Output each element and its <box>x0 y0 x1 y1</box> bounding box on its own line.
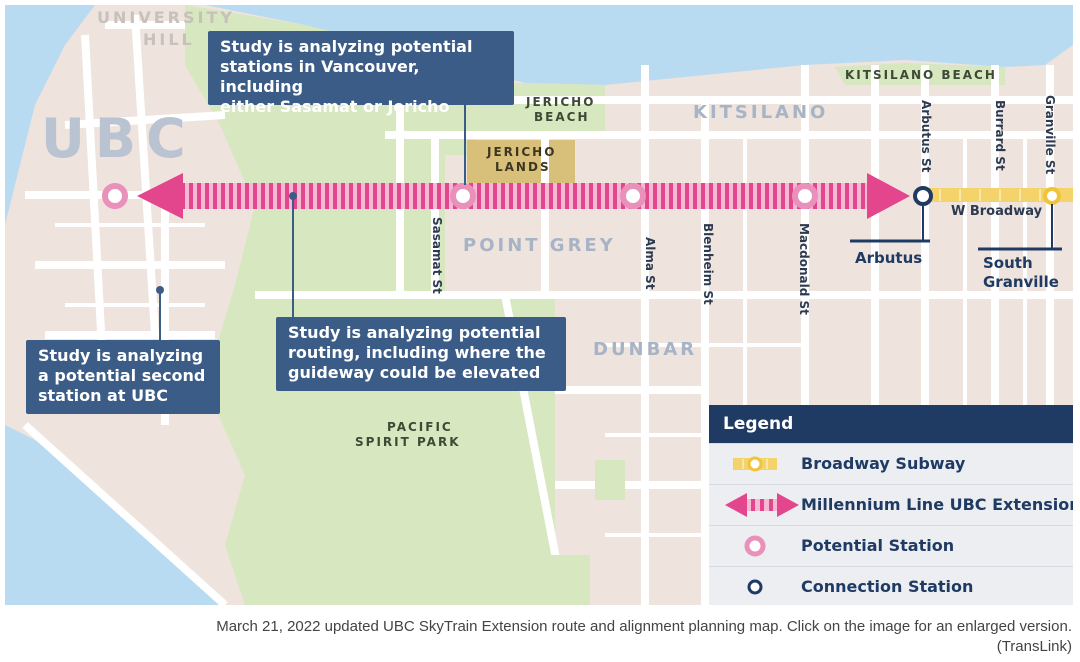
map-legend: Legend Broadway Subway Millennium Line U… <box>709 405 1073 605</box>
station-label-arbutus: Arbutus <box>855 249 922 267</box>
potential-station-sasamat[interactable] <box>450 183 476 209</box>
area-label-dunbar: DUNBAR <box>593 339 697 360</box>
connection-station-icon <box>747 579 763 595</box>
callout-dot-ubc <box>156 286 164 294</box>
area-label-kitsilano: KITSILANO <box>693 102 828 123</box>
street-label-blenheim: Blenheim St <box>701 223 715 305</box>
street-label-sasamat: Sasamat St <box>430 217 444 294</box>
area-label-point-grey: POINT GREY <box>463 235 616 256</box>
map-image[interactable]: UNIVERSITY HILL UBC KITSILANO BEACH JERI… <box>5 5 1073 605</box>
broadway-subway-ties <box>939 189 1041 201</box>
area-label-hill: HILL <box>143 30 195 49</box>
area-label-jericho-beach: JERICHO <box>525 95 595 109</box>
station-south-granville[interactable] <box>1043 187 1061 205</box>
potential-station-macdonald[interactable] <box>792 183 818 209</box>
potential-station-alma[interactable] <box>620 183 646 209</box>
potential-station-ubc[interactable] <box>102 183 128 209</box>
street-label-arbutus: Arbutus St <box>919 100 933 173</box>
park-pacific-spirit <box>185 5 555 605</box>
area-label-jericho-lands-2: LANDS <box>495 160 551 174</box>
route-arrow-east <box>867 173 910 219</box>
park-small <box>550 555 590 605</box>
area-label-jericho-lands: JERICHO <box>486 145 556 159</box>
street-label-alma: Alma St <box>643 237 657 290</box>
area-label-pacific: PACIFIC <box>387 420 453 434</box>
callout-ubc-station: Study is analyzing a potential second st… <box>26 340 220 414</box>
area-label-university: UNIVERSITY <box>97 8 235 27</box>
connection-station-arbutus[interactable] <box>913 186 933 206</box>
route-arrow-west <box>137 173 183 219</box>
legend-item-broadway-subway: Broadway Subway <box>709 443 1073 484</box>
area-label-spirit-park: SPIRIT PARK <box>355 435 461 449</box>
area-label-kitsilano-beach: KITSILANO BEACH <box>845 68 997 82</box>
street-label-granville: Granville St <box>1043 95 1057 175</box>
legend-label: Potential Station <box>801 536 955 555</box>
park-small <box>595 460 625 500</box>
callout-routing: Study is analyzing potential routing, in… <box>276 317 566 391</box>
caption-credit: (TransLink) <box>996 638 1072 655</box>
image-caption: March 21, 2022 updated UBC SkyTrain Exte… <box>12 617 1072 657</box>
broadway-subway-icon <box>733 456 777 472</box>
legend-label: Broadway Subway <box>801 454 966 473</box>
extension-arrow-icon <box>725 493 799 517</box>
callout-dot-routing <box>289 192 297 200</box>
legend-item-potential-station: Potential Station <box>709 525 1073 566</box>
area-label-ubc: UBC <box>41 107 196 170</box>
legend-label: Millennium Line UBC Extension <box>801 495 1073 514</box>
water-north <box>205 5 1073 85</box>
minor-roads <box>55 135 1027 537</box>
potential-station-icon <box>744 535 766 557</box>
area-label-jericho-beach-2: BEACH <box>534 110 589 124</box>
street-label-burrard: Burrard St <box>993 100 1007 171</box>
caption-text: March 21, 2022 updated UBC SkyTrain Exte… <box>216 618 1072 635</box>
water-northwest <box>5 5 95 225</box>
street-label-macdonald: Macdonald St <box>797 223 811 315</box>
station-label-south: South <box>983 254 1033 272</box>
legend-item-connection-station: Connection Station <box>709 566 1073 605</box>
street-label-broadway: W Broadway <box>951 204 1043 219</box>
station-label-granville: Granville <box>983 273 1059 291</box>
legend-item-extension: Millennium Line UBC Extension <box>709 484 1073 525</box>
callout-vancouver-stations: Study is analyzing potential stations in… <box>208 31 514 116</box>
legend-label: Connection Station <box>801 577 974 596</box>
map-canvas: UNIVERSITY HILL UBC KITSILANO BEACH JERI… <box>5 5 1073 605</box>
legend-title: Legend <box>709 405 1073 443</box>
